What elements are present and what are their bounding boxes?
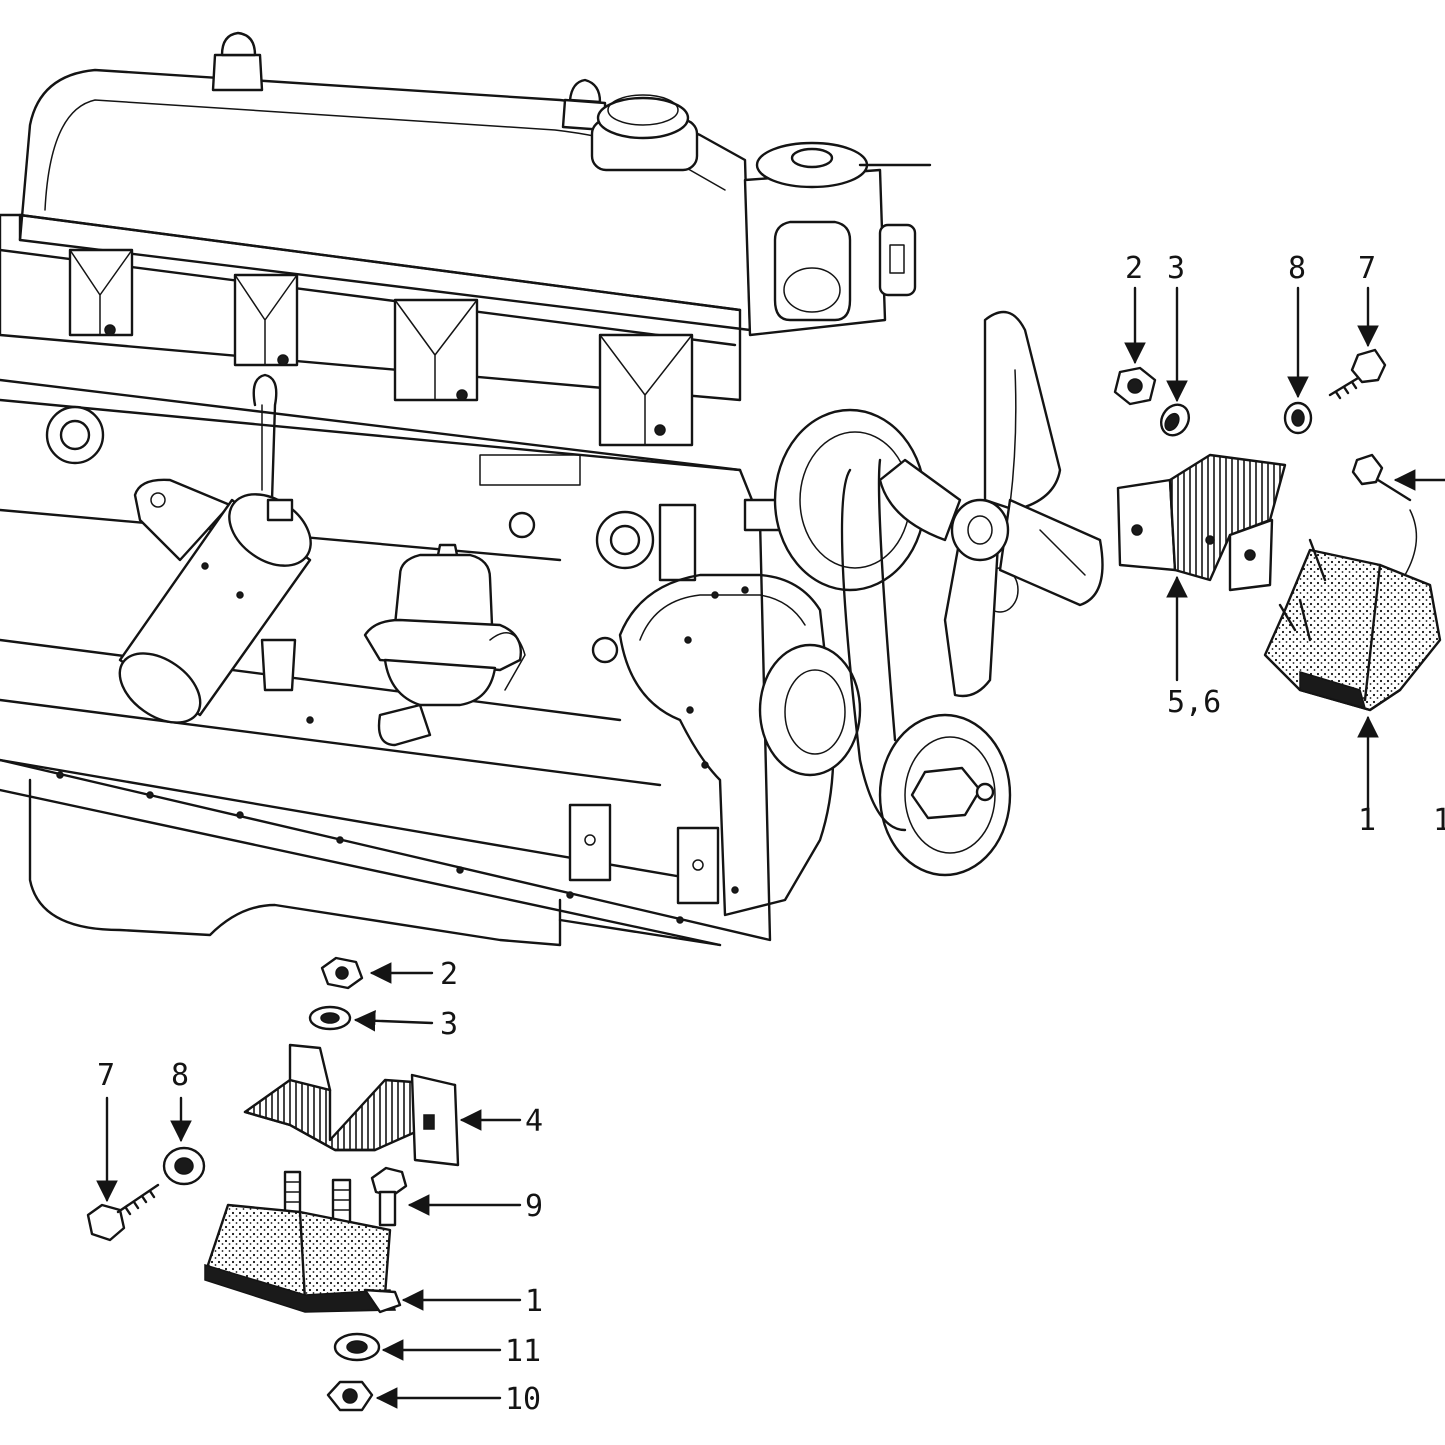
callout-1-bottom: 1 (525, 1284, 543, 1319)
engine-drawing (0, 31, 1104, 947)
cylinder-head (0, 213, 742, 472)
callout-8-right: 8 (1288, 251, 1306, 286)
crankshaft-pulley (878, 713, 1012, 877)
oil-pan (28, 778, 722, 947)
thermostat-housing (743, 141, 932, 337)
callout-4: 4 (525, 1104, 543, 1139)
washer-8-right (1283, 401, 1313, 435)
callout-labels: 2 3 8 7 5,6 1 1 2 3 7 8 4 9 1 11 10 (97, 251, 1445, 1417)
washer-3-right (1159, 403, 1191, 437)
washer-3-bottom (308, 1005, 352, 1031)
callout-11: 11 (505, 1334, 541, 1369)
engine-block (0, 398, 807, 947)
callout-1-right: 1 (1358, 803, 1376, 838)
bolt-7-bottom (86, 1183, 160, 1242)
callout-5-6: 5,6 (1167, 685, 1221, 720)
callout-leaders (96, 286, 1445, 1409)
nut-2-right (1113, 366, 1157, 406)
mount-studs (283, 1170, 352, 1227)
callout-7-right: 7 (1358, 251, 1376, 286)
engine-mount-insulator-right (1263, 509, 1442, 712)
callout-8-bottom: 8 (171, 1058, 189, 1093)
nut-2-bottom (320, 956, 364, 990)
callout-3-right: 3 (1167, 251, 1185, 286)
bolt-right-edge (1351, 453, 1412, 502)
fan-belt (840, 458, 907, 832)
bolt-7-right (1328, 348, 1387, 400)
nut-10 (326, 1380, 374, 1412)
bottom-mount-group (86, 956, 460, 1412)
callout-7-bottom: 7 (97, 1058, 115, 1093)
cover-nut-left (211, 31, 264, 92)
engine-mount-insulator-bottom (204, 1203, 402, 1314)
oil-filler-cap (590, 94, 699, 172)
oil-filter (118, 478, 312, 724)
cooling-fan (878, 310, 1104, 698)
callout-3-bottom: 3 (440, 1007, 458, 1042)
bracket-4 (243, 1043, 460, 1167)
callout-2-bottom: 2 (440, 957, 458, 992)
callout-10: 10 (505, 1382, 541, 1417)
timing-cover (618, 573, 862, 917)
bracket-5-6 (1116, 453, 1287, 592)
right-mount-group (1113, 348, 1442, 712)
fuel-pump (363, 543, 526, 747)
callout-9: 9 (525, 1189, 543, 1224)
callout-1-edge: 1 (1433, 803, 1445, 838)
washer-11 (333, 1332, 381, 1362)
dipstick (252, 373, 278, 502)
callout-2-right: 2 (1125, 251, 1143, 286)
washer-8-bottom (162, 1146, 206, 1186)
bolt-9 (370, 1166, 408, 1227)
